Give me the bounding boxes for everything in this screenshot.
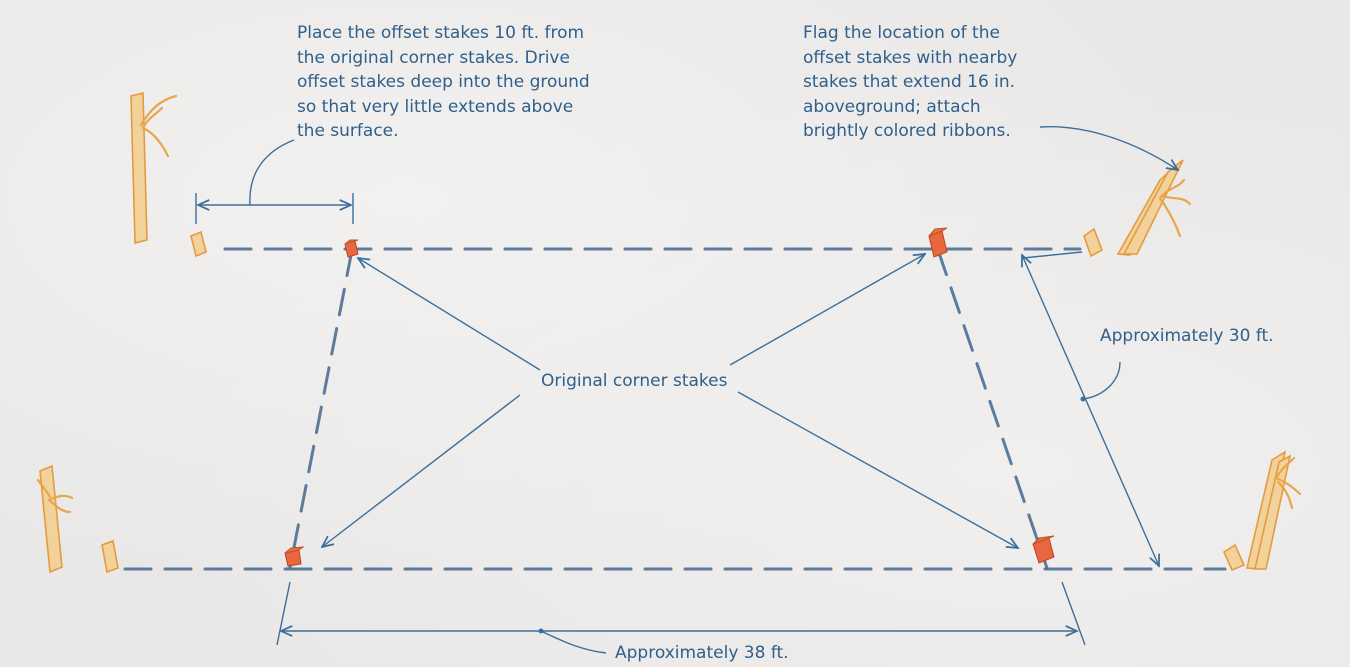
offset-stake-top-right <box>1083 227 1103 258</box>
corner-leader-top-left <box>358 258 541 371</box>
original-corner-stake-bottom-left <box>284 546 305 567</box>
offset-stake-bottom-right <box>1222 543 1246 572</box>
corner-leader-bottom-right <box>737 391 1018 548</box>
flag-stake-bottom-right <box>1246 450 1302 570</box>
flag-stake-top-left <box>130 91 178 245</box>
width-dimension-line <box>1022 255 1159 566</box>
flag-stake-bottom-left <box>36 464 74 574</box>
corner-leader-bottom-left <box>322 394 521 547</box>
flag-stake-top-right <box>1116 159 1192 256</box>
original-corner-stake-top-left <box>344 239 359 258</box>
string-lines <box>123 247 1227 571</box>
width-dimension-label: Approximately 30 ft. <box>1100 326 1274 346</box>
offset-stake-top-left <box>190 230 207 258</box>
flag-note-leader <box>1039 126 1178 170</box>
offset-stake-bottom-left <box>101 539 119 574</box>
leaders <box>195 126 1178 654</box>
original-corner-stake-top-right <box>928 227 948 258</box>
right-string-line <box>936 248 1049 570</box>
flag-stakes-note: Flag the location of the offset stakes w… <box>803 23 1018 141</box>
length-dimension-label: Approximately 38 ft. <box>615 643 789 663</box>
left-string-line <box>288 248 354 570</box>
corner-stakes-label: Original corner stakes <box>541 371 728 391</box>
corner-leader-top-right <box>729 254 925 366</box>
offset-stakes-note: Place the offset stakes 10 ft. from the … <box>297 23 590 141</box>
